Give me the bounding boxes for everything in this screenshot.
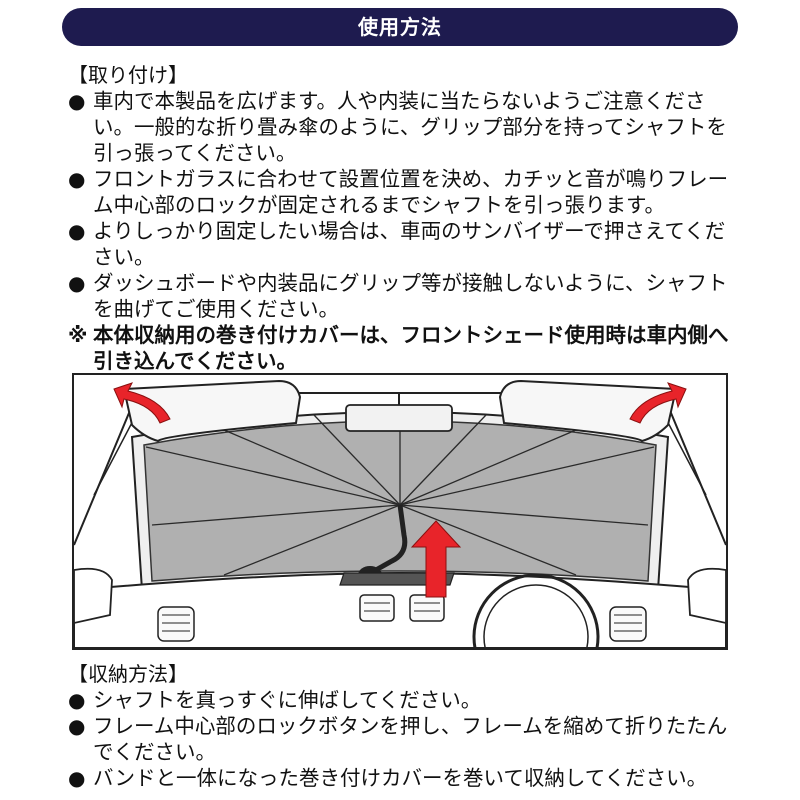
install-item-text: よりしっかり固定したい場合は、車両のサンバイザーで押さえてください。 [93, 219, 726, 269]
install-title: 【取り付け】 [68, 63, 188, 87]
vent-lines [162, 602, 642, 632]
storage-item: ● フレーム中心部のロックボタンを押し、フレームを縮めて折りたたんでください。 [68, 713, 740, 765]
install-note-text: 本体収納用の巻き付けカバーは、フロントシェード使用時は車内側へ引き込んでください… [93, 323, 729, 373]
install-item: ● よりしっかり固定したい場合は、車両のサンバイザーで押さえてください。 [68, 218, 740, 270]
note-mark: ※ [68, 323, 88, 347]
storage-section: 【収納方法】 ● シャフトを真っすぐに伸ばしてください。 ● フレーム中心部のロ… [68, 661, 740, 791]
storage-item: ● バンドと一体になった巻き付けカバーを巻いて収納してください。 [68, 765, 740, 791]
install-item: ● ダッシュボードや内装品にグリップ等が接触しないように、シャフトを曲げてご使用… [68, 270, 740, 322]
bullet-mark: ● [68, 766, 86, 790]
up-arrow-icon [410, 520, 462, 598]
install-item: ● フロントガラスに合わせて設置位置を決め、カチッと音が鳴りフレーム中心部のロッ… [68, 166, 740, 218]
bullet-mark: ● [68, 714, 86, 738]
header-bar: 使用方法 [62, 8, 738, 46]
install-section: 【取り付け】 ● 車内で本製品を広げます。人や内装に当たらないようご注意ください… [68, 62, 740, 374]
install-item-text: ダッシュボードや内装品にグリップ等が接触しないように、シャフトを曲げてご使用くだ… [93, 271, 728, 321]
curved-arrow-icon [629, 382, 687, 424]
bullet-mark: ● [68, 219, 86, 243]
curved-arrow-icon [113, 382, 171, 424]
windshield-illustration [72, 373, 728, 650]
page-title: 使用方法 [358, 15, 442, 39]
storage-item: ● シャフトを真っすぐに伸ばしてください。 [68, 687, 740, 713]
car-interior-drawing [74, 375, 726, 648]
bullet-mark: ● [68, 89, 86, 113]
sun-visor-right [498, 379, 678, 443]
steering-wheel [472, 573, 600, 648]
install-item-text: フロントガラスに合わせて設置位置を決め、カチッと音が鳴りフレーム中心部のロックが… [93, 167, 729, 217]
storage-item-text: バンドと一体になった巻き付けカバーを巻いて収納してください。 [93, 766, 708, 790]
install-note: ※ 本体収納用の巻き付けカバーは、フロントシェード使用時は車内側へ引き込んでくだ… [68, 322, 740, 374]
storage-title: 【収納方法】 [68, 662, 188, 686]
storage-item-text: フレーム中心部のロックボタンを押し、フレームを縮めて折りたたんでください。 [93, 714, 728, 764]
bullet-mark: ● [68, 167, 86, 191]
bullet-mark: ● [68, 688, 86, 712]
install-item-text: 車内で本製品を広げます。人や内装に当たらないようご注意ください。一般的な折り畳み… [93, 89, 727, 165]
rear-view-mirror [345, 404, 453, 432]
install-item: ● 車内で本製品を広げます。人や内装に当たらないようご注意ください。一般的な折り… [68, 88, 740, 166]
sun-visor-left [122, 379, 302, 443]
bullet-mark: ● [68, 271, 86, 295]
umbrella-ribs [145, 409, 655, 576]
storage-item-text: シャフトを真っすぐに伸ばしてください。 [93, 688, 482, 712]
shaft [372, 504, 408, 574]
